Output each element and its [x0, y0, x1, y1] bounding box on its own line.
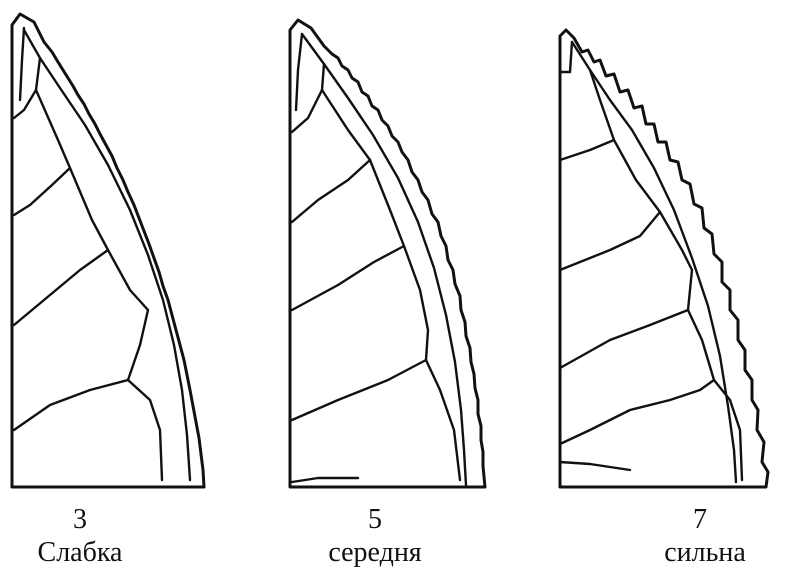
leaf-drawing-weak-serration [0, 0, 250, 500]
leaf-inner-margin-line [302, 34, 466, 485]
leaf-vein [560, 42, 572, 72]
leaf-outline-svg [550, 0, 785, 500]
leaf-vein [14, 168, 108, 325]
leaf-vein [714, 380, 742, 480]
leaf-vein [128, 380, 162, 480]
leaf-vein [14, 58, 40, 118]
serration-score-strong: 7 [640, 503, 760, 537]
leaf-vein [560, 70, 614, 160]
leaf-vein [296, 34, 302, 110]
leaf-vein [292, 478, 358, 482]
leaf-vein [560, 462, 630, 470]
leaf-inner-margin-line [24, 30, 190, 480]
leaf-vein [14, 250, 148, 430]
leaf-drawing-strong-serration [550, 0, 785, 500]
leaf-vein [426, 360, 460, 480]
serration-label-strong: сильна [630, 536, 780, 570]
leaf-outline-svg [0, 0, 250, 500]
serration-score-medium: 5 [315, 503, 435, 537]
serration-score-weak: 3 [20, 503, 140, 537]
serration-label-medium: середня [305, 536, 445, 570]
serration-label-weak: Слабка [10, 536, 150, 570]
leaf-drawing-medium-serration [278, 0, 528, 500]
leaf-outline-svg [278, 0, 528, 500]
leaf-vein [14, 90, 70, 215]
leaf-vein [292, 160, 404, 310]
leaf-vein [560, 140, 660, 270]
leaf-inner-margin-line [572, 42, 736, 482]
leaf-vein [560, 212, 692, 368]
leaf-vein [20, 28, 24, 100]
leaf-vein [292, 90, 370, 222]
